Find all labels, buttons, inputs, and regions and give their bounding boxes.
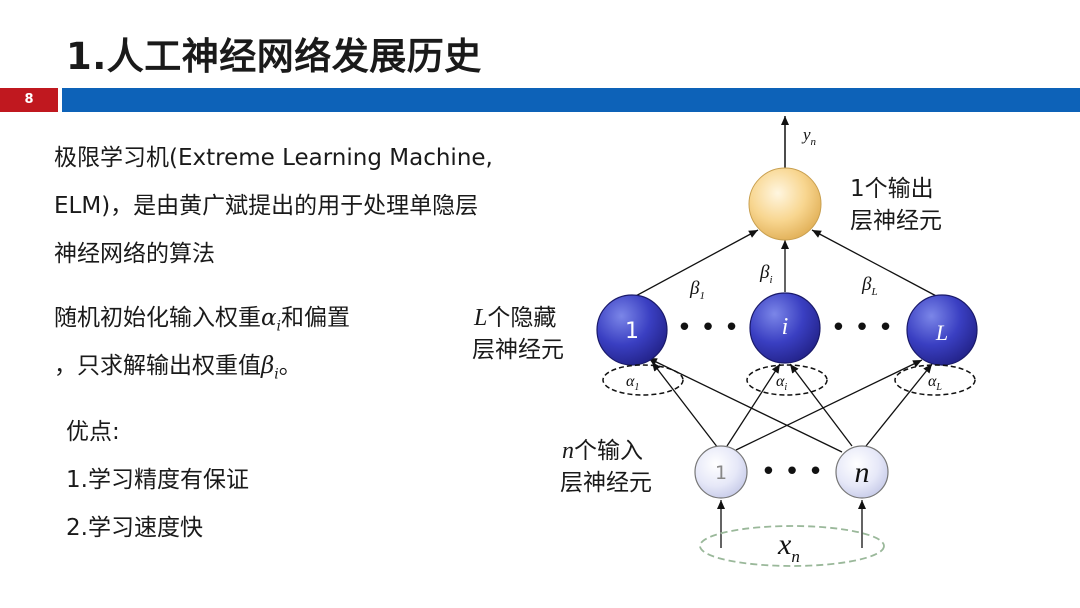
input-neuron-1	[694, 445, 748, 499]
page-number-badge: 8	[0, 88, 58, 112]
output-neuron	[748, 167, 822, 241]
hidden-neuron-L-label: L	[935, 320, 948, 345]
solve-text-post: 。	[278, 353, 302, 379]
input-vector-label: xn	[777, 528, 800, 566]
input-dots: • • •	[761, 457, 824, 487]
edge-input-1-hidden-L	[735, 359, 923, 451]
hidden-dots-right: • • •	[831, 313, 894, 343]
intro-line-2: ELM)，是由黄广斌提出的用于处理单隐层	[54, 193, 479, 219]
input-neuron-n	[835, 445, 889, 499]
beta-label-i: βi	[759, 262, 773, 286]
intro-line-1: 极限学习机(Extreme Learning Machine,	[54, 145, 493, 171]
page-title: 1.人工神经网络发展历史	[66, 35, 482, 78]
random-init-text-pre: 随机初始化输入权重	[54, 305, 261, 331]
intro-line-3: 神经网络的算法	[54, 241, 215, 267]
random-init-line-2: ，只求解输出权重值βi。	[54, 342, 302, 399]
hidden-neuron-L	[906, 294, 978, 366]
alpha-label-L: αL	[928, 373, 942, 393]
random-init-text-post: 和偏置	[281, 305, 351, 331]
hidden-caption-line-2: 层神经元	[472, 337, 564, 363]
beta-label-1: β1	[689, 278, 705, 302]
edge-input-n-hidden-i	[789, 363, 853, 447]
input-vector-ellipse	[699, 525, 885, 567]
advantages-heading: 优点:	[66, 419, 120, 445]
hidden-neuron-1-label: 1	[625, 319, 639, 344]
output-caption-line-2: 层神经元	[850, 208, 942, 234]
bias-ellipse-i	[746, 364, 828, 396]
input-neuron-1-label: 1	[715, 462, 727, 484]
edge-input-1-hidden-1	[651, 361, 719, 449]
solve-text-pre: ，只求解输出权重值	[54, 353, 261, 379]
output-caption-line-1: 1个输出	[850, 176, 934, 202]
input-neuron-n-label: n	[855, 456, 870, 489]
edge-input-n-hidden-L	[865, 363, 933, 447]
advantage-item-2: 2.学习速度快	[66, 515, 203, 541]
input-caption-line-1: n个输入	[562, 438, 643, 464]
random-init-line-1: 随机初始化输入权重αi和偏置	[54, 294, 350, 351]
edge-input-n-hidden-1	[647, 357, 843, 453]
beta-label-L: βL	[861, 274, 878, 298]
advantage-item-1: 1.学习精度有保证	[66, 467, 249, 493]
input-caption-line-2: 层神经元	[560, 470, 652, 496]
header-bar	[62, 88, 1080, 112]
edge-hidden-L-output	[811, 229, 941, 299]
output-label: yn	[801, 125, 817, 148]
bias-ellipse-L	[894, 364, 976, 396]
hidden-dots-left: • • •	[677, 313, 740, 343]
hidden-caption-line-1: L个隐藏	[473, 305, 556, 331]
beta-symbol: βi	[261, 353, 279, 383]
edge-input-1-hidden-i	[726, 363, 781, 447]
edge-hidden-1-output	[631, 229, 759, 299]
alpha-label-i: αi	[776, 373, 787, 393]
hidden-neuron-1	[596, 294, 668, 366]
alpha-symbol: αi	[261, 305, 282, 335]
hidden-neuron-i	[749, 292, 821, 364]
bias-ellipse-1	[602, 364, 684, 396]
hidden-neuron-i-label: i	[782, 314, 789, 340]
alpha-label-1: α1	[626, 373, 639, 393]
